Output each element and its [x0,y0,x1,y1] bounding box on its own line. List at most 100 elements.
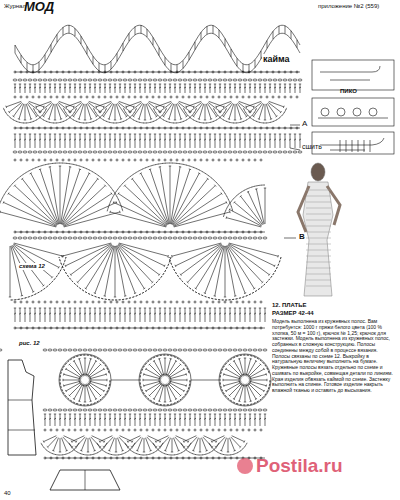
chain-stitch [238,79,242,81]
fan-ray [172,179,207,225]
sc-stitch [68,302,71,303]
sc-stitch [56,160,59,161]
sc-stitch [171,96,172,99]
fan-ray [180,274,181,276]
dc-stitch [75,134,76,148]
fan-ray [173,186,215,226]
motif-ray [73,360,75,361]
chain-stitch [268,79,272,81]
dc-stitch [49,87,51,89]
dc-stitch [144,139,146,140]
motif-ray [226,382,242,391]
motif-ray [238,358,240,360]
dc-stitch [34,87,36,89]
dc-stitch [180,84,181,93]
sc-stitch [98,160,101,161]
shell-ray [119,101,134,106]
dc-stitch [214,84,216,85]
shell-ray [147,103,156,116]
fan-ray [62,255,64,257]
dc-stitch [149,418,151,419]
wave-stitch [177,65,178,73]
chain-stitch [258,151,262,153]
motif-ray [63,373,65,375]
dc-stitch [49,414,51,415]
dc-stitch [230,308,231,322]
chain-stitch [273,79,277,81]
dc-stitch [150,84,151,93]
motif-ray [175,398,177,399]
dc-stitch [264,87,266,89]
shell-ray [38,111,39,113]
dc-stitch [185,308,186,322]
shell-ray [5,106,7,108]
motif-ray [246,359,251,376]
shell-ray [129,102,142,112]
motif-ray [267,379,268,381]
dc-stitch [124,313,126,314]
dc-stitch [69,139,71,140]
chain-stitch [123,349,127,351]
chain-stitch [163,79,167,81]
dc-stitch [109,308,111,309]
shell-ray [126,101,141,106]
motif-ray [164,402,166,403]
sc-stitch [27,301,28,304]
chain-stitch [208,409,212,411]
sc-stitch [33,159,34,162]
dc-stitch [139,308,141,309]
sc-stitch [207,159,208,162]
dc-stitch [144,313,146,314]
dc-stitch [234,84,236,85]
sc-stitch [134,302,137,303]
dc-stitch [265,134,266,148]
motif-ray [166,359,171,376]
dc-stitch [74,134,76,135]
wave-stitch [159,48,160,56]
chain-stitch [278,79,282,81]
motif-ray [175,360,177,361]
chain-stitch [78,409,82,411]
sc-stitch [152,160,155,161]
sc-stitch [81,301,82,304]
chain-stitch [53,237,57,239]
chain-stitch [253,237,257,239]
shell-ray [264,120,266,121]
wave-stitch [147,29,148,37]
chain-stitch [223,237,227,239]
dc-stitch [254,139,256,140]
sc-stitch [225,159,226,162]
dc-stitch [170,308,171,322]
dc-stitch [259,313,261,314]
dc-stitch [44,308,46,309]
fan-ray [234,295,236,296]
dc-stitch [129,313,131,314]
dc-stitch [285,84,286,93]
shell-ray [27,103,36,116]
motif-ray [185,385,187,387]
dc-stitch [74,139,76,140]
dc-stitch [80,308,81,322]
sc-stitch [92,97,95,98]
dc-stitch [65,84,66,93]
dc-stitch [134,84,136,85]
dc-stitch [139,84,141,85]
wave-stitch [39,62,40,70]
fan-arc [63,108,106,123]
motif-ray [79,359,84,376]
shell-ray [99,102,112,112]
chain-stitch [48,79,52,81]
sc-stitch [170,97,173,98]
dc-stitch [114,84,116,85]
dc-stitch [104,84,106,85]
fan-ray [85,288,87,289]
sc-stitch [248,302,251,303]
dc-stitch [59,313,61,314]
motif-ray [187,379,188,381]
sc-stitch [224,97,227,98]
fan-ray [277,255,279,257]
sc-stitch [194,302,197,303]
motif-ray [263,390,264,392]
chain-stitch [38,79,42,81]
dc-stitch [89,308,91,309]
